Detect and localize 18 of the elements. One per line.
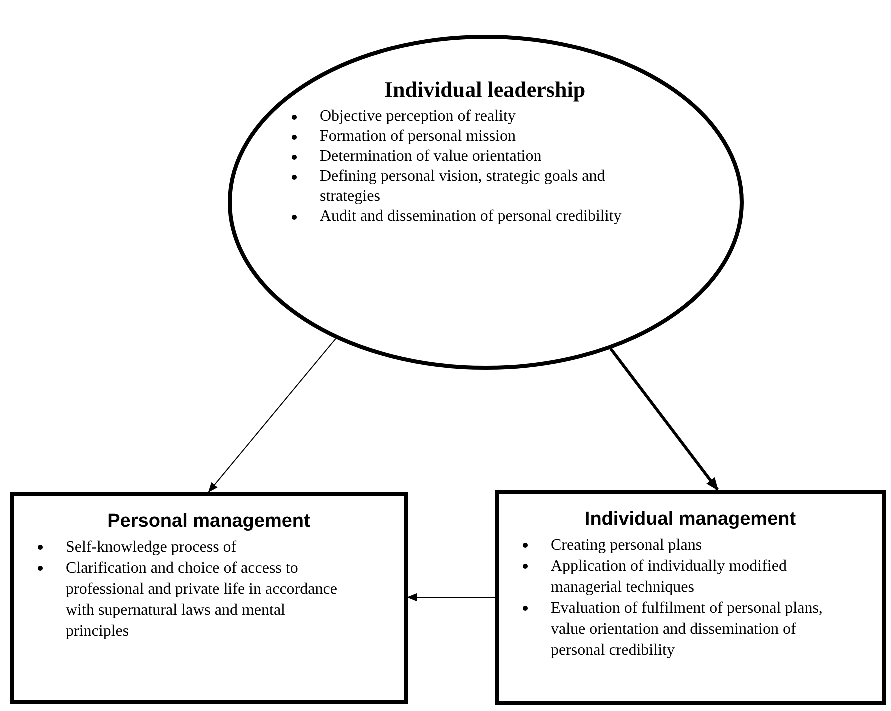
bullet-text: Objective perception of reality <box>320 107 516 127</box>
bullet-text: Determination of value orientation <box>320 147 542 167</box>
bullet-text: Formation of personal mission <box>320 127 516 147</box>
box-heading: Personal management <box>106 510 312 534</box>
bullet-text: Creating personal plans <box>551 536 702 556</box>
arrow <box>610 348 720 492</box>
process-box <box>495 490 886 705</box>
box-heading: Individual management <box>584 508 798 532</box>
bullet-text: Clarification and choice of access to professional and private life in accordance with supernatural laws and mental principles <box>66 559 338 642</box>
bullet-text: Evaluation of fulfilment of personal plans, value orientation and dissemination of personal credibility <box>551 599 824 661</box>
process-box <box>10 492 408 704</box>
ellipse-heading: Individual leadership <box>383 77 587 103</box>
arrow <box>208 338 336 493</box>
bullet-text: Application of individually modified managerial techniques <box>551 557 788 598</box>
bullet-text: Defining personal vision, strategic goals and strategies <box>320 167 606 207</box>
arrow <box>407 594 496 602</box>
bullet-text: Audit and dissemination of personal credibility <box>320 207 622 227</box>
bullet-text: Self-knowledge process of <box>66 538 237 558</box>
